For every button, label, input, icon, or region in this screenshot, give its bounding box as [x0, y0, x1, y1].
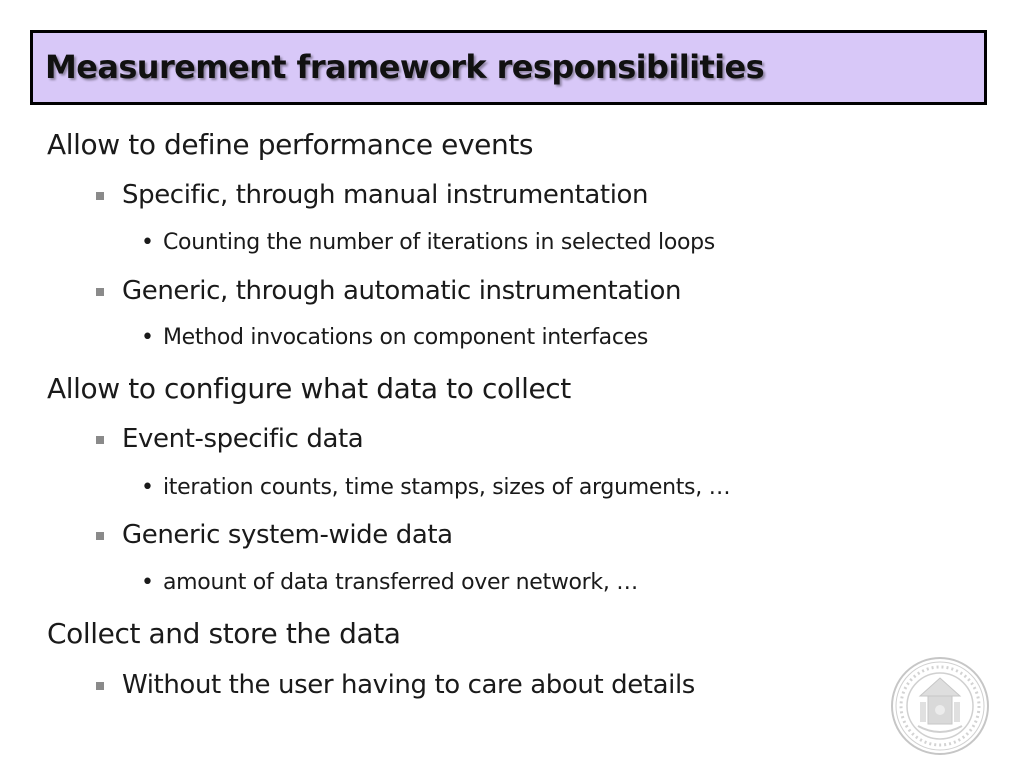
bullet-level3-counting: Counting the number of iterations in sel… — [163, 230, 715, 255]
bullet-level2-generic: Generic, through automatic instrumentati… — [122, 276, 682, 306]
square-bullet-icon — [96, 532, 104, 540]
square-bullet-icon — [96, 682, 104, 690]
bullet-level3-iteration-counts: iteration counts, time stamps, sizes of … — [163, 475, 731, 500]
bullet-level1-collect-store: Collect and store the data — [47, 617, 401, 650]
dot-bullet-icon: • — [141, 230, 154, 255]
bullet-level2-without-user: Without the user having to care about de… — [122, 670, 695, 700]
dot-bullet-icon: • — [141, 570, 154, 595]
bullet-level3-method-invocations: Method invocations on component interfac… — [163, 325, 649, 350]
title-box: Measurement framework responsibilities — [30, 30, 987, 105]
bullet-level2-event-specific: Event-specific data — [122, 424, 364, 454]
dot-bullet-icon: • — [141, 475, 154, 500]
bullet-level2-specific: Specific, through manual instrumentation — [122, 180, 649, 210]
square-bullet-icon — [96, 192, 104, 200]
bullet-level1-configure-data: Allow to configure what data to collect — [47, 372, 571, 405]
bullet-level1-define-events: Allow to define performance events — [47, 128, 534, 161]
bullet-level3-network: amount of data transferred over network,… — [163, 570, 638, 595]
dot-bullet-icon: • — [141, 325, 154, 350]
university-seal-icon — [891, 657, 989, 755]
slide-title: Measurement framework responsibilities — [45, 48, 765, 86]
square-bullet-icon — [96, 288, 104, 296]
bullet-level2-generic-system: Generic system-wide data — [122, 520, 453, 550]
square-bullet-icon — [96, 436, 104, 444]
